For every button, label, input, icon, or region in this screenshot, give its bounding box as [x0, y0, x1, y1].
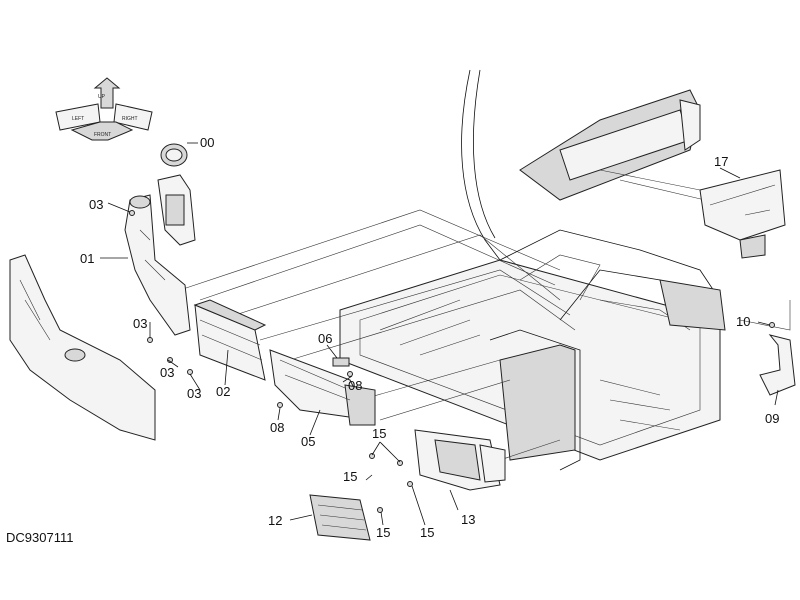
part-06-clip: [332, 357, 350, 367]
callout-06: 06: [318, 331, 332, 346]
callout-15-right: 15: [420, 525, 434, 540]
arrow-up-label: UP: [98, 94, 106, 100]
side-panel: [9, 254, 156, 441]
direction-arrows-icon: UP LEFT RIGHT FRONT: [55, 77, 153, 141]
callout-13: 13: [461, 512, 475, 527]
callout-05: 05: [301, 434, 315, 449]
callout-03-top: 03: [89, 197, 103, 212]
callout-03-bottom: 03: [187, 386, 201, 401]
part-05-duct: [269, 349, 376, 426]
part-vent-grille: [157, 174, 196, 246]
document-id: DC9307111: [6, 530, 73, 545]
leader-lines: [100, 142, 779, 526]
callout-15-left: 15: [343, 469, 357, 484]
callout-08-right: 08: [348, 378, 362, 393]
part-12-filter: [309, 494, 371, 541]
part-00-cap: [160, 143, 188, 167]
part-09-hose: [759, 334, 796, 396]
callout-15-bottom: 15: [376, 525, 390, 540]
arrow-left-label: LEFT: [72, 116, 84, 122]
arrow-right-label: RIGHT: [122, 116, 138, 122]
callout-00: 00: [200, 135, 214, 150]
callout-17: 17: [714, 154, 728, 169]
part-02-duct: [193, 299, 267, 381]
callout-labels: 00 03 01 03 03 03 02 06 08 08 05 15 15 1…: [80, 135, 779, 540]
cab-frame: [339, 69, 726, 471]
callout-15-top: 15: [372, 426, 386, 441]
guide-lines: [179, 169, 791, 471]
callout-01: 01: [80, 251, 94, 266]
part-17-panel: [699, 169, 786, 259]
callout-08-left: 08: [270, 420, 284, 435]
callout-09: 09: [765, 411, 779, 426]
callout-03-lower: 03: [160, 365, 174, 380]
callout-12: 12: [268, 513, 282, 528]
part-13-housing: [414, 429, 506, 491]
callout-03-mid: 03: [133, 316, 147, 331]
callout-02: 02: [216, 384, 230, 399]
callout-10: 10: [736, 314, 750, 329]
part-01-duct: [124, 194, 191, 336]
arrow-front-label: FRONT: [94, 132, 111, 138]
